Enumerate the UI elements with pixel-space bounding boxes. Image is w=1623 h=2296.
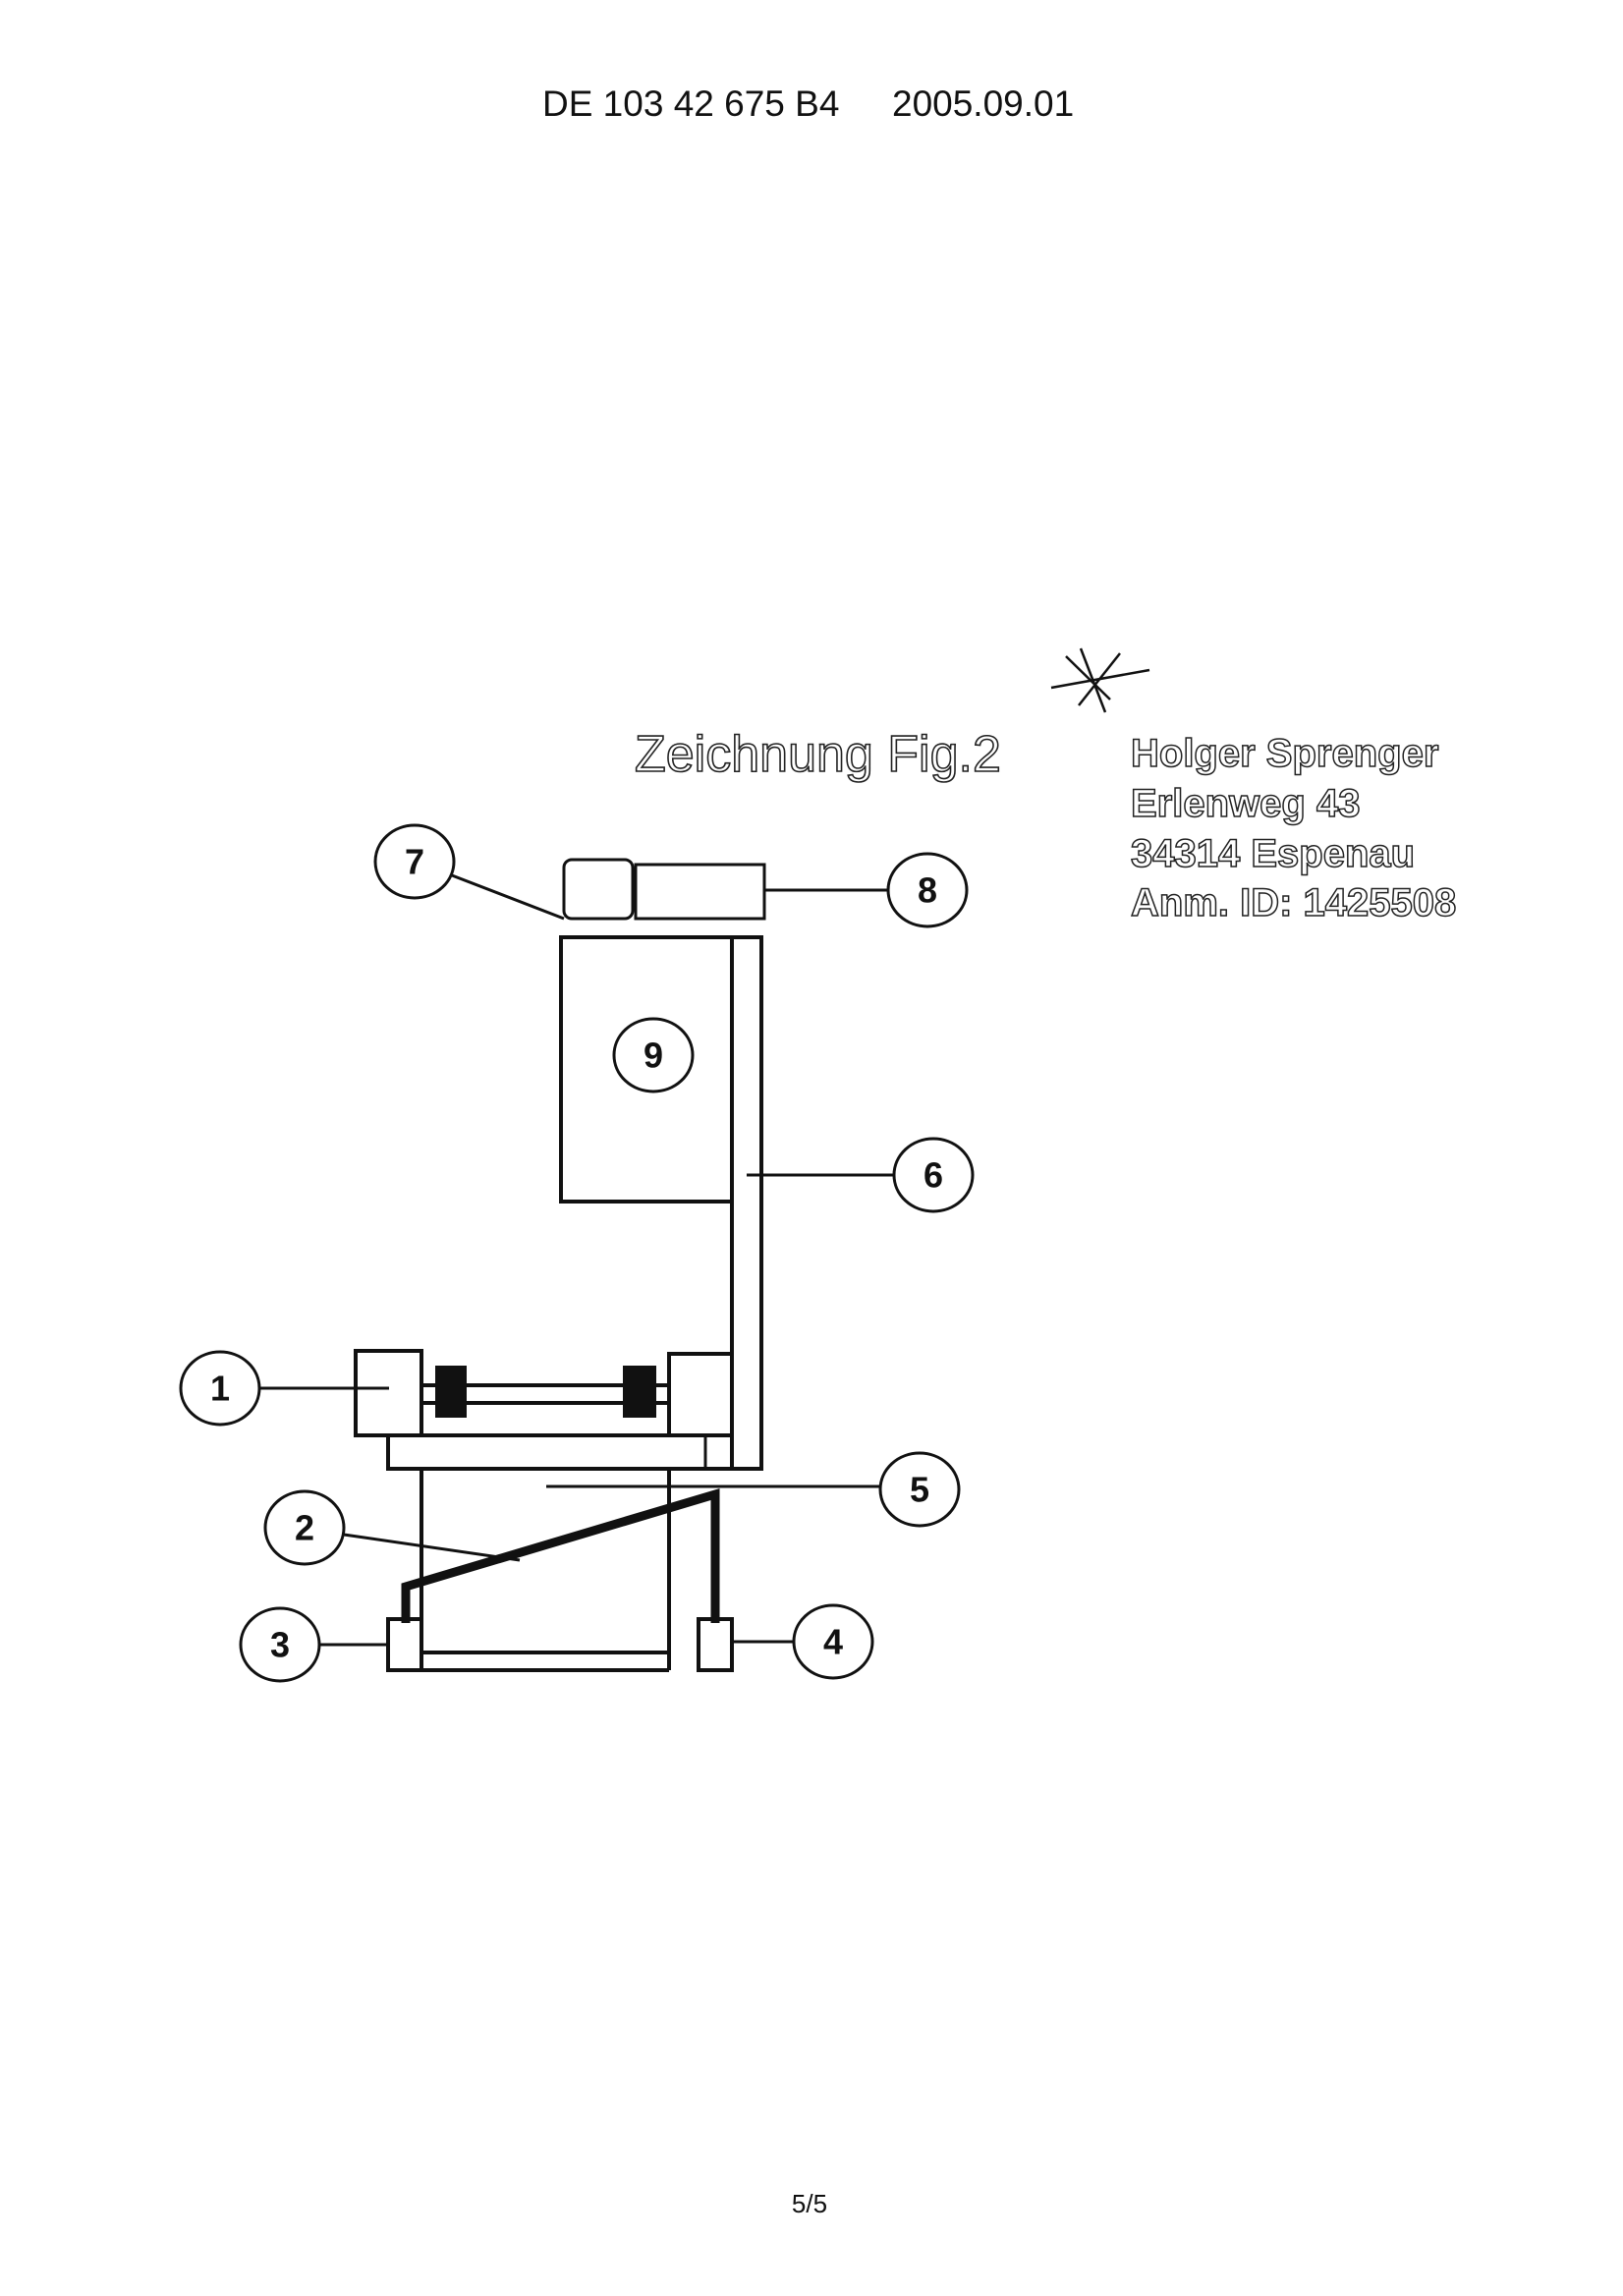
label-4: 4 <box>792 1603 874 1680</box>
label-3: 3 <box>239 1606 321 1683</box>
svg-text:8: 8 <box>918 870 937 911</box>
address-line: Anm. ID: 1425508 <box>1131 881 1456 924</box>
label-1: 1 <box>179 1350 261 1427</box>
leader-lines <box>259 873 894 1647</box>
base-plate <box>386 1433 734 1471</box>
address-line: 34314 Espenau <box>1131 832 1415 875</box>
publication-date: 2005.09.01 <box>892 84 1074 124</box>
label-2: 2 <box>263 1489 346 1566</box>
svg-text:6: 6 <box>923 1155 943 1196</box>
part-4-box <box>697 1617 734 1672</box>
label-7: 7 <box>373 823 456 900</box>
label-9: 9 <box>612 1017 695 1093</box>
svg-text:1: 1 <box>210 1369 230 1409</box>
svg-text:5: 5 <box>910 1470 929 1510</box>
page-number: 5/5 <box>792 2189 827 2218</box>
address-line: Erlenweg 43 <box>1131 782 1360 825</box>
part-1-assembly <box>354 1349 734 1437</box>
svg-text:2: 2 <box>295 1508 314 1548</box>
svg-text:4: 4 <box>823 1622 843 1662</box>
lower-frame <box>420 1469 671 1672</box>
figure-title: Zeichnung Fig.2 <box>635 726 1001 783</box>
svg-text:3: 3 <box>270 1625 290 1665</box>
label-6: 6 <box>892 1137 975 1213</box>
svg-text:7: 7 <box>405 842 424 882</box>
label-8: 8 <box>886 852 969 928</box>
part-2-hose <box>401 1487 720 1623</box>
asterisk-mark <box>1050 647 1150 713</box>
address-line: Holger Sprenger <box>1131 732 1438 775</box>
svg-text:9: 9 <box>644 1036 663 1076</box>
patent-number: DE 103 42 675 B4 <box>542 84 839 124</box>
part-8-block <box>634 863 766 921</box>
part-6-bar <box>730 935 763 1471</box>
part-3-box <box>386 1617 423 1672</box>
label-5: 5 <box>878 1451 961 1528</box>
part-7-block <box>562 858 635 921</box>
